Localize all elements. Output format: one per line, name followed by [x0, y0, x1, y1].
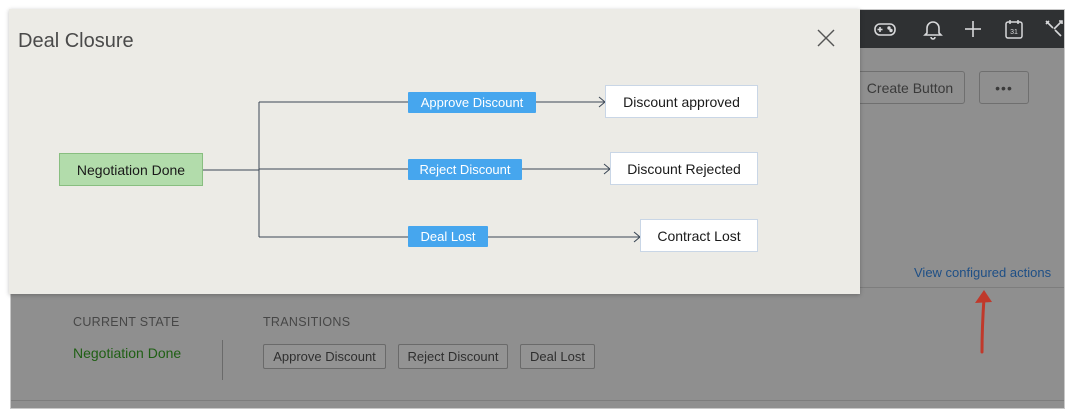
modal-title: Deal Closure — [18, 30, 134, 52]
transition-approve-discount[interactable]: Approve Discount — [408, 92, 536, 113]
transition-button-reject-discount[interactable]: Reject Discount — [398, 344, 508, 369]
transition-deal-lost[interactable]: Deal Lost — [408, 226, 488, 247]
plus-icon[interactable] — [959, 15, 987, 43]
state-node-discount-approved: Discount approved — [605, 85, 758, 118]
current-state-label: CURRENT STATE — [73, 315, 180, 329]
transition-button-approve-discount[interactable]: Approve Discount — [263, 344, 386, 369]
deal-closure-modal: Deal Closure Negotiation Done Approve Di… — [9, 9, 860, 294]
gamepad-icon[interactable] — [871, 15, 899, 43]
close-icon[interactable] — [815, 27, 837, 49]
view-configured-actions-link[interactable]: View configured actions — [914, 265, 1052, 280]
transition-button-deal-lost[interactable]: Deal Lost — [520, 344, 595, 369]
annotation-arrow-icon — [975, 290, 992, 354]
create-button[interactable]: Create Button — [855, 71, 965, 104]
state-node-contract-lost: Contract Lost — [640, 219, 758, 252]
more-options-button[interactable]: ••• — [979, 71, 1029, 104]
calendar-icon[interactable]: 31 — [1000, 15, 1028, 43]
transitions-label: TRANSITIONS — [263, 315, 351, 329]
state-node-discount-rejected: Discount Rejected — [610, 152, 758, 185]
transition-reject-discount[interactable]: Reject Discount — [408, 159, 522, 180]
calendar-day: 31 — [1010, 29, 1018, 36]
bell-icon[interactable] — [919, 15, 947, 43]
tools-icon[interactable] — [1040, 15, 1064, 43]
bottom-divider — [11, 400, 1064, 401]
state-divider — [222, 340, 223, 380]
current-state-value: Negotiation Done — [73, 345, 182, 361]
state-node-negotiation-done: Negotiation Done — [59, 153, 203, 186]
